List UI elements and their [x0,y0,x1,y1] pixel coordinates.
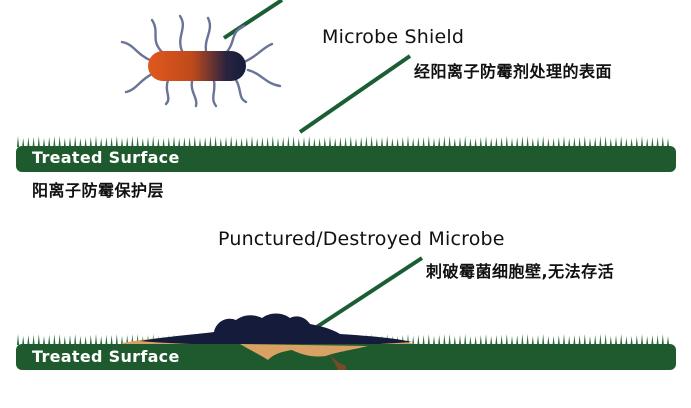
shield-leader-line [298,54,412,134]
protective-layer-caption: 阳离子防霉保护层 [32,181,165,200]
punctured-microbe-subtitle: 刺破霉菌细胞壁,无法存活 [426,262,615,281]
microbe-flagella [120,14,282,108]
microbe-leader-line [222,0,284,40]
microbe-shield-subtitle: 经阳离子防霉剂处理的表面 [414,62,613,81]
debris-navy [140,313,412,347]
treated-surface-label-bottom: Treated Surface [32,347,180,366]
microbe-shield-label: Microbe Shield [322,26,465,48]
debris-drip [240,344,368,360]
punctured-microbe-label: Punctured/Destroyed Microbe [218,228,505,250]
surface-spikes [16,136,670,147]
treated-surface-label-top: Treated Surface [32,148,180,167]
spike-layer-top [16,136,670,147]
debris-stain [330,354,346,370]
treated-surface-bar-bottom [16,344,676,370]
punctured-leader-line [304,256,424,336]
treated-surface-bar-top [16,146,676,172]
microbe-body [148,51,246,81]
